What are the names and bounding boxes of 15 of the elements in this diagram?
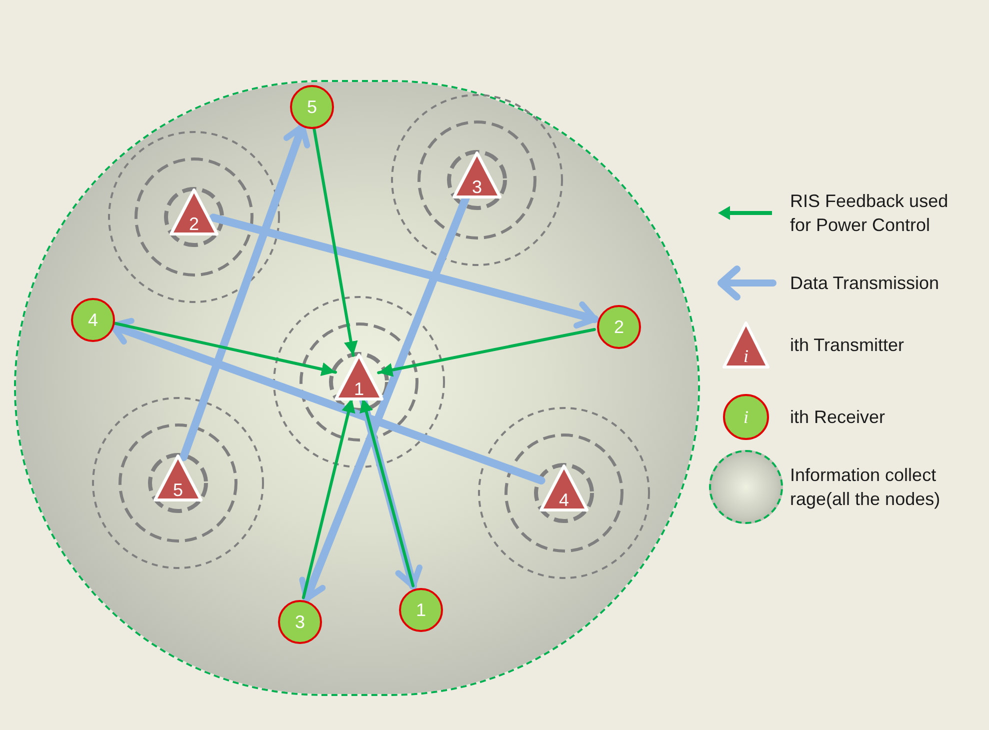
transmitter-triangle: 3 [452,151,502,199]
transmitter-triangle: 5 [153,454,203,502]
arrow [179,122,310,462]
transmitter-triangle: 1 [334,353,384,401]
legend-text: Data Transmission [790,272,940,295]
legend-text: Information collect rage(all the nodes) [790,464,942,511]
arrow [377,328,596,377]
circle-sample: i [723,394,769,440]
legend-text: RIS Feedback used for Power Control [790,190,950,237]
arrow [312,126,358,357]
transmitter-triangle: 4 [539,464,589,512]
legend-text: ith Transmitter [790,334,906,357]
triangle-sample: i [721,320,771,370]
transmitter-triangle: 2 [169,188,219,236]
legend-text: ith Receiver [790,406,886,429]
